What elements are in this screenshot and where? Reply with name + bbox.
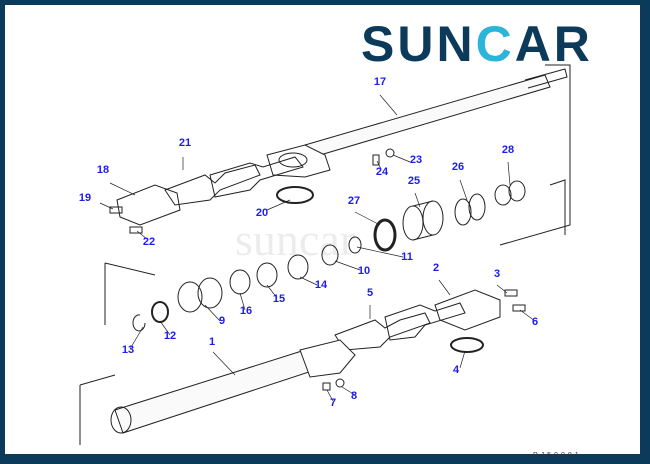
part-5-clamps [334, 302, 466, 351]
part-24-screw [372, 154, 380, 166]
part-label-6: 6 [531, 316, 539, 328]
part-11-ring [348, 236, 362, 254]
part-16-ring [229, 269, 251, 295]
part-label-18: 18 [96, 164, 110, 176]
part-27-ring [373, 218, 397, 252]
part-label-26: 26 [451, 161, 465, 173]
part-14-ring [287, 254, 309, 280]
part-25-piston [402, 200, 444, 241]
drawing-code: PJ50981 [533, 452, 582, 459]
part-21-clamps [164, 156, 304, 206]
part-label-17: 17 [373, 76, 387, 88]
part-label-2: 2 [432, 262, 440, 274]
part-label-25: 25 [407, 175, 421, 187]
part-8-washer [335, 378, 345, 388]
part-20-ring [276, 186, 314, 204]
part-label-12: 12 [163, 330, 177, 342]
part-18-cap [116, 184, 181, 226]
part-1-cylinder-tube [79, 339, 356, 445]
part-label-1: 1 [208, 336, 216, 348]
part-2-cap [434, 289, 501, 331]
part-19-bolt [109, 206, 123, 214]
exploded-parts-drawing [79, 64, 571, 445]
part-label-27: 27 [347, 195, 361, 207]
part-3-bolt [504, 289, 518, 297]
part-label-9: 9 [218, 315, 226, 327]
part-23-nut [385, 148, 395, 158]
part-label-20: 20 [255, 207, 269, 219]
diagram-canvas: suncar SUNCAR 17 21 18 19 22 20 24 23 25… [5, 5, 640, 459]
part-22-bolt [129, 226, 143, 234]
part-label-8: 8 [350, 390, 358, 402]
part-26-ring [454, 193, 486, 226]
part-label-14: 14 [314, 279, 328, 291]
part-9-head [177, 277, 223, 313]
leader-lines [99, 94, 536, 402]
logo-c-signal-icon: C [475, 16, 515, 72]
part-label-23: 23 [409, 154, 423, 166]
part-label-16: 16 [239, 305, 253, 317]
logo-text-suffix: AR [514, 16, 593, 72]
part-10-bushing [321, 244, 339, 266]
part-4-ring [450, 337, 484, 353]
logo-text-prefix: SUN [361, 16, 476, 72]
part-label-28: 28 [501, 144, 515, 156]
part-15-ring [256, 262, 278, 288]
part-12-ring [151, 301, 169, 323]
watermark: suncar [235, 214, 356, 265]
part-label-3: 3 [493, 268, 501, 280]
part-label-11: 11 [401, 251, 413, 263]
suncar-logo: SUNCAR [361, 19, 593, 69]
part-label-7: 7 [329, 397, 337, 409]
part-label-19: 19 [78, 192, 92, 204]
part-label-10: 10 [357, 265, 371, 277]
part-7-bolt [322, 382, 331, 391]
part-label-4: 4 [452, 364, 460, 376]
bracket-lines [104, 179, 566, 325]
part-28-nut [494, 180, 526, 206]
part-6-bolt [512, 304, 526, 312]
part-label-21: 21 [178, 137, 192, 149]
part-label-24: 24 [375, 166, 389, 178]
part-13-snap-ring [132, 314, 146, 332]
part-label-5: 5 [366, 287, 374, 299]
part-label-13: 13 [121, 344, 135, 356]
part-label-22: 22 [142, 236, 156, 248]
part-label-15: 15 [272, 293, 286, 305]
